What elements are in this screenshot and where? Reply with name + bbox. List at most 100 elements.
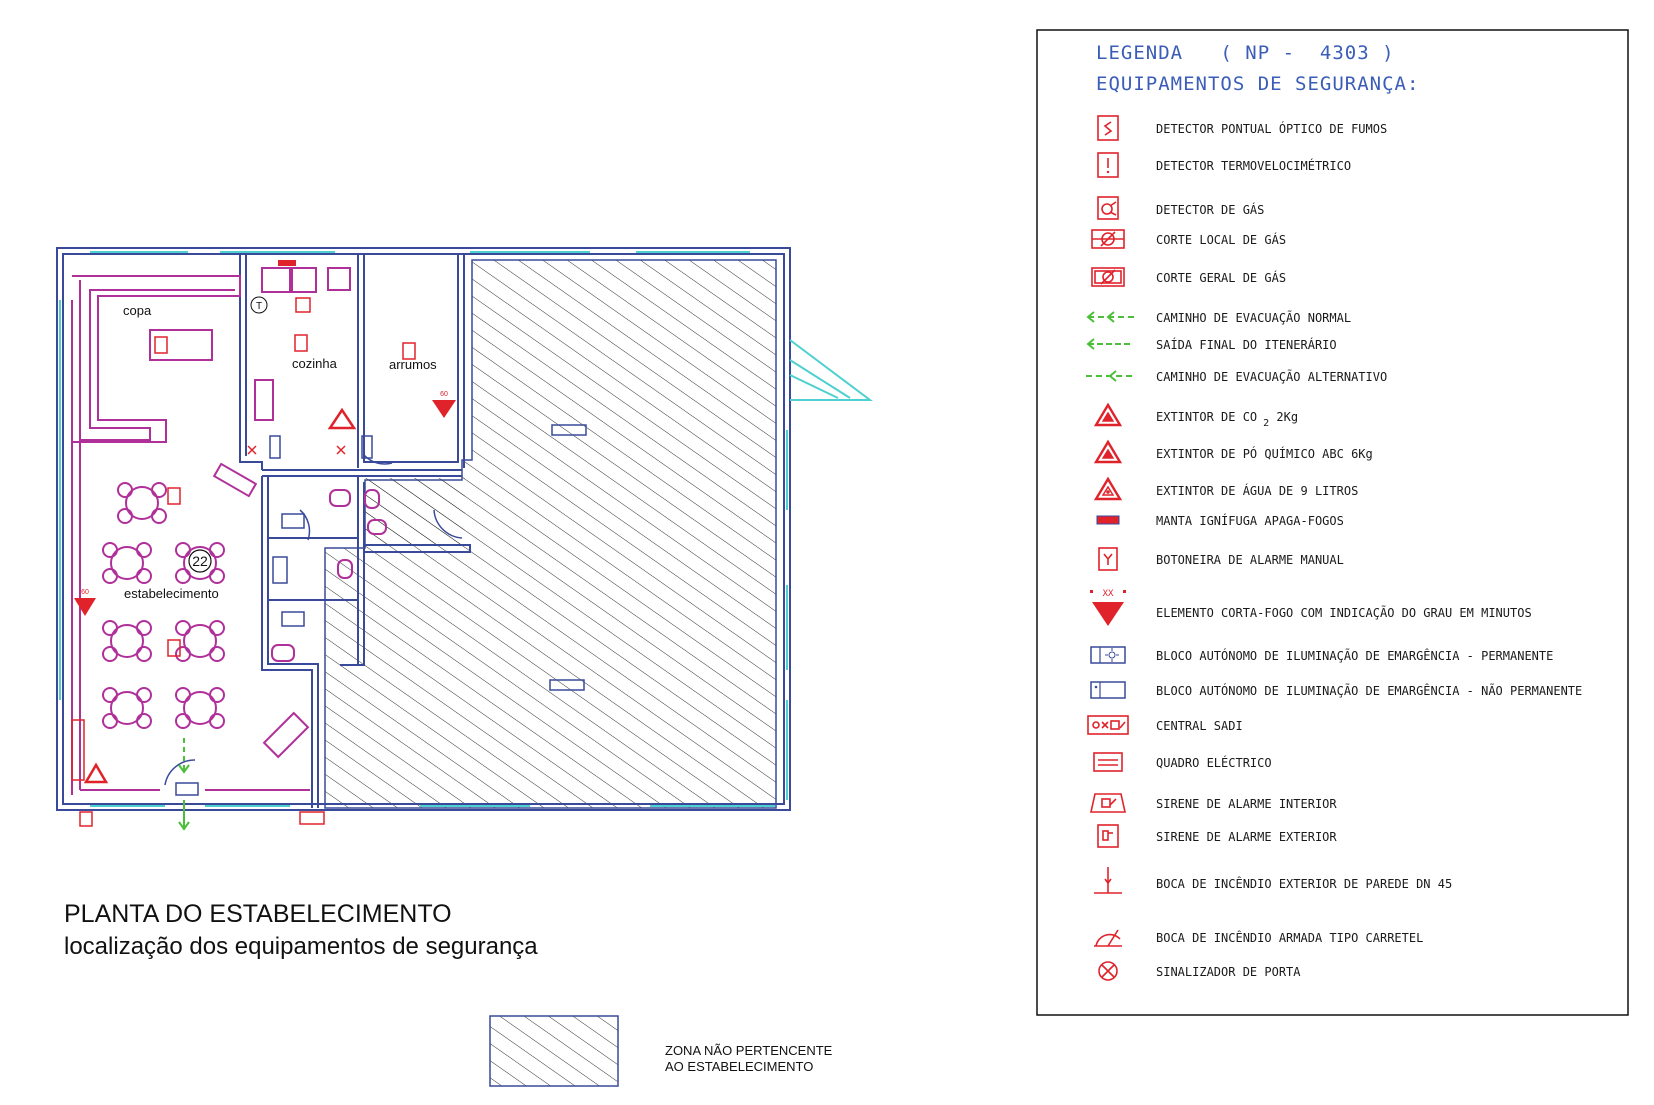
legend-item-label: BOCA DE INCÊNDIO EXTERIOR DE PAREDE DN 4… [1156,876,1452,891]
legend-item-label: DETECTOR DE GÁS [1156,202,1264,217]
fire-rating-arrumos: 60 [440,391,448,398]
occupancy-marker [188,549,212,573]
legend-item-label: DETECTOR TERMOVELOCIMÉTRICO [1156,158,1351,173]
final-exit-icon [1086,338,1130,350]
room-label-copa: copa [123,303,152,318]
exterior-hydrant-icon [1094,867,1122,894]
legend-item: BLOCO AUTÓNOMO DE ILUMINAÇÃO DE EMARGÊNC… [1090,646,1553,664]
hatch-key-label: ZONA NÃO PERTENCENTE AO ESTABELECIMENTO [665,1043,832,1075]
legend-item: SIRENE DE ALARME INTERIOR [1090,793,1337,813]
exterior-siren-icon [1097,824,1119,848]
evacuation-route [178,738,190,831]
occupancy-count: 22 [192,553,208,569]
legend-subtitle: EQUIPAMENTOS DE SEGURANÇA: [1096,73,1419,95]
legend-item-label: BOCA DE INCÊNDIO ARMADA TIPO CARRETEL [1156,930,1423,945]
evacuation-normal-icon [1086,311,1138,323]
legend-item: SINALIZADOR DE PORTA [1098,961,1301,981]
legend-item-label: SIRENE DE ALARME EXTERIOR [1156,830,1337,844]
legend-items: DETECTOR PONTUAL ÓPTICO DE FUMOS DETECTOR… [1086,115,1582,981]
legend-title: LEGENDA ( NP - 4303 ) [1096,42,1395,64]
emergency-light-permanent-icon [1090,646,1126,664]
legend-item: EXTINTOR DE ÁGUA DE 9 LITROS [1093,476,1358,501]
legend-item-label: SIRENE DE ALARME INTERIOR [1156,797,1337,811]
legend-item: BOCA DE INCÊNDIO ARMADA TIPO CARRETEL [1094,929,1423,947]
evacuation-alternative-icon [1086,370,1134,382]
hatch-key-label-line2: AO ESTABELECIMENTO [665,1059,814,1074]
manual-alarm-button-icon [1098,547,1118,571]
legend-item: MANTA IGNÍFUGA APAGA-FOGOS [1096,513,1344,528]
drawing-title: PLANTA DO ESTABELECIMENTO localização do… [64,898,538,964]
legend-item: DETECTOR DE GÁS [1097,196,1264,220]
hatch-key-swatch [489,1015,619,1087]
water-extinguisher-icon [1093,476,1123,501]
legend-item: SIRENE DE ALARME EXTERIOR [1097,824,1337,848]
legend-item: EXTINTOR DE CO 2 2Kg [1093,402,1298,429]
legend-item: DETECTOR PONTUAL ÓPTICO DE FUMOS [1097,115,1387,141]
heat-detector-icon [1097,152,1119,178]
fire-rating-estabelecimento: 60 [81,589,89,596]
legend-item: DETECTOR TERMOVELOCIMÉTRICO [1097,152,1351,178]
building-walls [56,247,791,811]
windows [59,251,873,807]
fire-blanket-icon [1096,515,1120,525]
legend-item: EXTINTOR DE PÓ QUÍMICO ABC 6Kg [1093,439,1373,464]
room-label-arrumos: arrumos [389,357,437,372]
legend-item-label: MANTA IGNÍFUGA APAGA-FOGOS [1156,513,1344,528]
legend-item-label: ELEMENTO CORTA-FOGO COM INDICAÇÃO DO GRA… [1156,605,1532,620]
legend-item-label: QUADRO ELÉCTRICO [1156,755,1272,770]
fire-rated-doors [74,260,456,616]
legend-item-label: EXTINTOR DE ÁGUA DE 9 LITROS [1156,483,1358,498]
drawing-title-line1: PLANTA DO ESTABELECIMENTO [64,900,452,928]
legend-item-label: DETECTOR PONTUAL ÓPTICO DE FUMOS [1156,121,1387,136]
legend-item: CENTRAL SADI [1087,715,1243,735]
legend-item-label: CAMINHO DE EVACUAÇÃO ALTERNATIVO [1156,369,1387,384]
legend-item: BOTONEIRA DE ALARME MANUAL [1098,547,1344,571]
general-gas-shutoff-icon [1091,267,1125,287]
legend-item-label: SAÍDA FINAL DO ITENERÁRIO [1156,337,1337,352]
kitchen-tag-marker [250,296,268,314]
legend-item: BLOCO AUTÓNOMO DE ILUMINAÇÃO DE EMARGÊNC… [1090,681,1582,699]
drawing-title-line2: localização dos equipamentos de seguranç… [64,933,538,960]
safety-equipment-marks [71,297,416,827]
legend-item: CORTE GERAL DE GÁS [1091,267,1286,287]
legend-item-label: CORTE LOCAL DE GÁS [1156,232,1286,247]
room-label-estabelecimento: estabelecimento [124,586,219,601]
furniture [71,267,387,795]
legend-item-label: BLOCO AUTÓNOMO DE ILUMINAÇÃO DE EMARGÊNC… [1156,648,1553,663]
legend-item-label: CORTE GERAL DE GÁS [1156,270,1286,285]
legend-item-label: BLOCO AUTÓNOMO DE ILUMINAÇÃO DE EMARGÊNC… [1156,683,1582,698]
legend-item-label: CAMINHO DE EVACUAÇÃO NORMAL [1156,310,1351,325]
legend-item: QUADRO ELÉCTRICO [1093,752,1272,772]
fire-rating-tag: XX [1103,589,1114,599]
emergency-light-nonpermanent-icon [1090,681,1126,699]
door-signal-icon [1098,961,1118,981]
legend-item: BOCA DE INCÊNDIO EXTERIOR DE PAREDE DN 4… [1094,867,1452,894]
legend-item: CAMINHO DE EVACUAÇÃO ALTERNATIVO [1086,369,1387,384]
legend-item-label: SINALIZADOR DE PORTA [1156,965,1301,979]
legend-item: XX ELEMENTO CORTA-FOGO COM INDICAÇÃO DO G… [1090,589,1532,626]
legend-item: CORTE LOCAL DE GÁS [1091,229,1286,249]
gas-detector-icon [1097,196,1119,220]
legend-item-label: EXTINTOR DE PÓ QUÍMICO ABC 6Kg [1156,446,1373,461]
sadi-central-icon [1087,715,1129,735]
fixtures [164,424,587,796]
excluded-zone-hatch [324,259,777,809]
legend-item-label: BOTONEIRA DE ALARME MANUAL [1156,553,1344,567]
legend-item: CAMINHO DE EVACUAÇÃO NORMAL [1086,310,1351,325]
legend-item: SAÍDA FINAL DO ITENERÁRIO [1086,337,1337,352]
hatch-key-label-line1: ZONA NÃO PERTENCENTE [665,1043,833,1058]
kitchen-tag: T [256,301,262,312]
legend-item-label: EXTINTOR DE CO 2 2Kg [1156,410,1298,429]
smoke-detector-icon [1097,115,1119,141]
interior-siren-icon [1090,793,1126,813]
legend-item-label: CENTRAL SADI [1156,719,1243,733]
electrical-panel-icon [1093,752,1123,772]
fire-rated-element-icon: XX [1090,589,1126,626]
powder-extinguisher-icon [1093,439,1123,464]
local-gas-shutoff-icon [1091,229,1125,249]
room-label-cozinha: cozinha [292,356,338,371]
co2-extinguisher-icon [1093,402,1123,427]
hose-reel-icon [1094,929,1122,947]
legend-box [1036,29,1629,1016]
